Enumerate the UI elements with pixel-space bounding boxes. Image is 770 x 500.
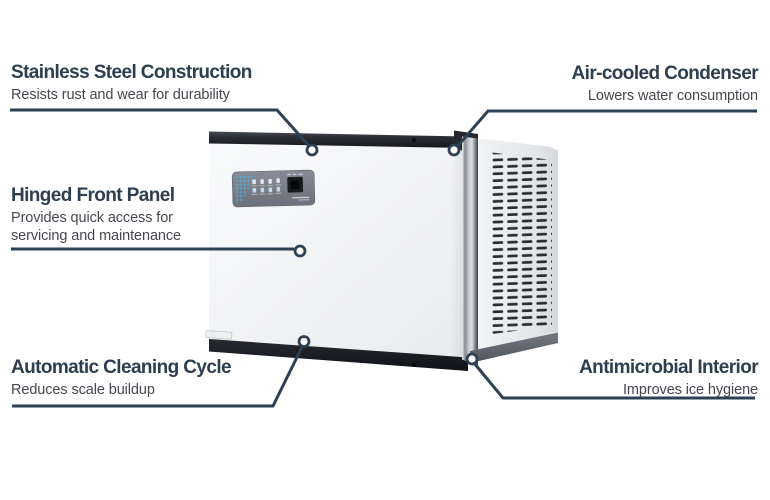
- panel-icon-caption-lines: [251, 184, 282, 195]
- callout-dot-cleaning: [297, 335, 311, 348]
- callout-title: Air-cooled Condenser: [571, 63, 759, 84]
- callout-subtitle: Improves ice hygiene: [622, 382, 758, 398]
- callout-automatic-cleaning-cycle: Automatic Cleaning Cycle Reduces scale b…: [11, 357, 311, 399]
- callout-dot-stainless: [305, 143, 319, 157]
- top-band-screw: [411, 137, 417, 143]
- condenser-vent-grille: [492, 152, 552, 334]
- callout-subtitle: Provides quick access for servicing and …: [11, 210, 181, 244]
- bottom-trim-band: [209, 339, 468, 371]
- callout-subtitle: Lowers water consumption: [587, 88, 758, 104]
- callout-air-cooled-condenser: Air-cooled Condenser Lowers water consum…: [448, 63, 759, 105]
- panel-indicator-icons: [252, 178, 281, 193]
- callout-dot-antimicrobial: [465, 352, 479, 366]
- callout-title: Antimicrobial Interior: [579, 357, 759, 378]
- callout-title: Hinged Front Panel: [11, 185, 175, 206]
- side-plinth: [470, 332, 558, 363]
- front-panel: [209, 133, 468, 359]
- hinge-edge: [462, 136, 478, 366]
- callout-line-cleaning: [12, 346, 304, 408]
- callout-subtitle: Reduces scale buildup: [11, 382, 155, 398]
- callout-title: Stainless Steel Construction: [11, 62, 252, 83]
- callout-dot-condenser: [447, 143, 461, 157]
- callout-hinged-front-panel: Hinged Front Panel Provides quick access…: [11, 185, 216, 245]
- brand-badge: [205, 330, 233, 340]
- callout-antimicrobial-interior: Antimicrobial Interior Improves ice hygi…: [458, 357, 759, 399]
- panel-halftone-accent: [235, 174, 257, 204]
- callout-stainless-steel: Stainless Steel Construction Resists rus…: [11, 62, 321, 104]
- callout-line-stainless: [10, 108, 312, 148]
- panel-display: [287, 173, 304, 193]
- callout-subtitle: Resists rust and wear for durability: [11, 87, 230, 103]
- control-panel: [231, 169, 316, 208]
- top-trim-band: [209, 131, 468, 148]
- panel-logo-lines: [292, 196, 310, 201]
- callout-dot-hinged: [293, 244, 307, 258]
- callout-title: Automatic Cleaning Cycle: [11, 357, 232, 378]
- callout-line-antimicrobial: [472, 362, 755, 400]
- bottom-band-screw: [411, 362, 417, 367]
- callout-line-condenser: [454, 109, 757, 149]
